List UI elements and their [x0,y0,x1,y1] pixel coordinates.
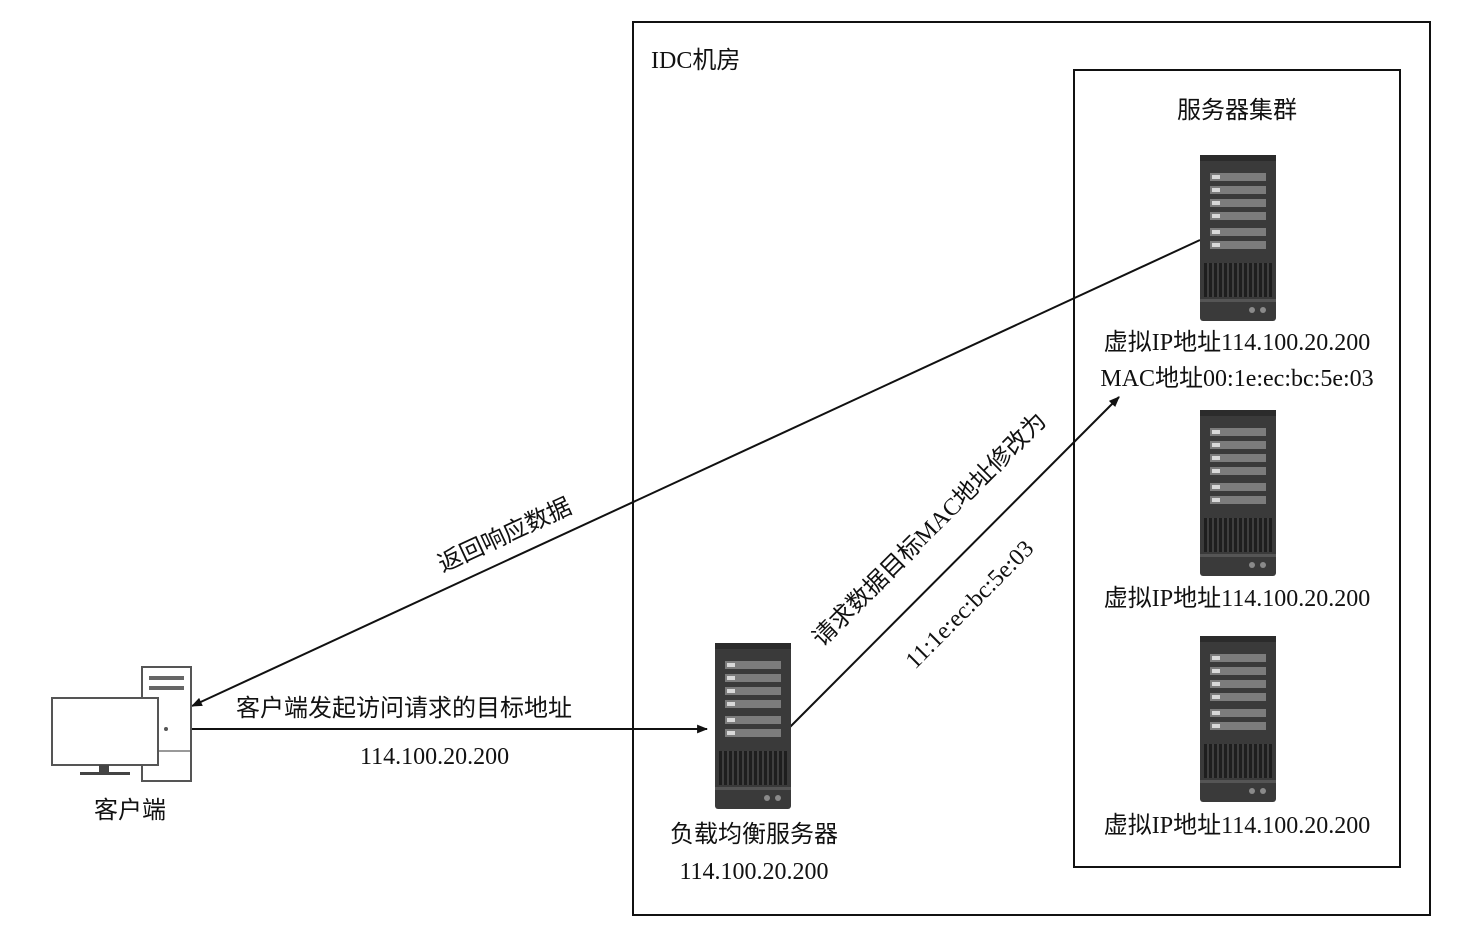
cluster-server-1-icon [1199,154,1277,322]
cluster-server-2-icon [1199,409,1277,577]
load-balancer-name: 负载均衡服务器 [670,822,838,848]
cluster-server-3-icon [1199,635,1277,803]
client-label: 客户端 [94,798,166,824]
response-arrow [191,239,1201,707]
load-balancer-server-icon [714,642,792,810]
server-2-ip-label: 虚拟IP地址114.100.20.200 [1103,586,1371,612]
server-cluster-title: 服务器集群 [1177,98,1297,124]
server-1-mac-label: MAC地址00:1e:ec:bc:5e:03 [1100,366,1374,392]
idc-room-title: IDC机房 [651,48,741,74]
idc-room-frame [632,21,1431,916]
client-computer-icon [51,666,192,782]
load-balancer-ip: 114.100.20.200 [679,859,829,885]
server-cluster-frame [1073,69,1401,868]
request-edge-sublabel: 114.100.20.200 [360,744,510,770]
server-1-ip-label: 虚拟IP地址114.100.20.200 [1103,330,1371,356]
request-edge-label: 客户端发起访问请求的目标地址 [236,696,572,722]
forward-arrow [789,396,1120,728]
server-3-ip-label: 虚拟IP地址114.100.20.200 [1103,813,1371,839]
